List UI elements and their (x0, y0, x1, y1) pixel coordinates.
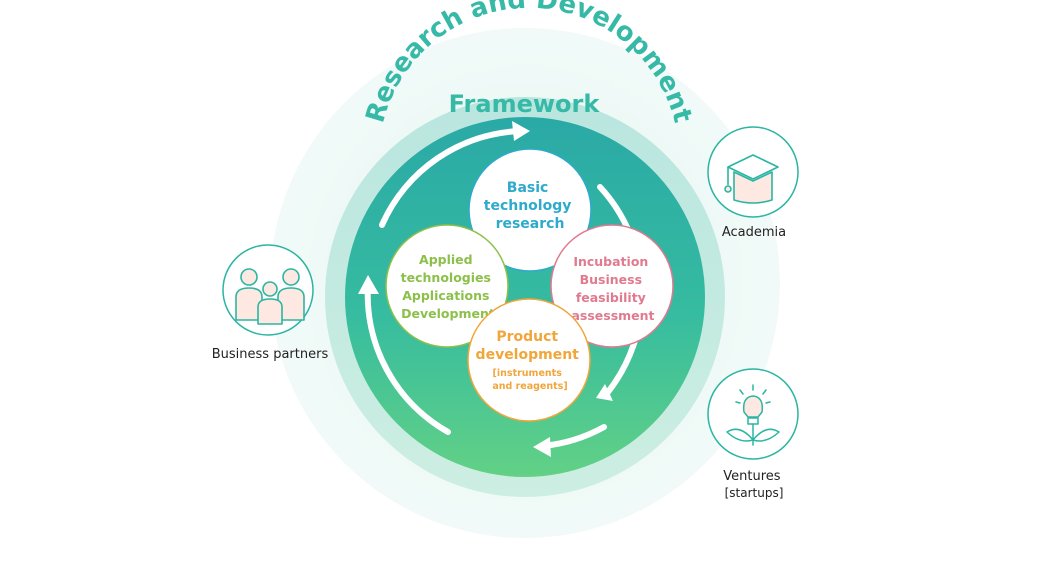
arrow-heads (358, 121, 613, 457)
applied-line3: Applications (402, 288, 489, 303)
basic-line1: Basic (507, 180, 549, 196)
arrowhead-right (596, 384, 613, 401)
framework-title-line2: Framework (449, 90, 601, 118)
applied-line2: technologies (401, 270, 491, 285)
product-line3: [instruments (493, 368, 563, 379)
product-line1: Product (496, 329, 558, 345)
ventures-sublabel: [startups] (725, 486, 784, 500)
applied-line4: Development (401, 306, 495, 321)
arrow-left (364, 282, 451, 435)
lightbulb-sprout-icon (726, 384, 780, 446)
arrow-top (379, 128, 523, 228)
svg-text:Product development: Product development [instruments and rea… (476, 326, 585, 392)
arrowhead-top (512, 121, 530, 141)
people-group-icon (235, 268, 305, 325)
incubation-line1: Incubation (573, 254, 648, 269)
basic-line3: research (496, 216, 565, 232)
svg-text:Ventures [startups]: Ventures [startups] (723, 469, 784, 500)
arrowhead-bottom (533, 437, 551, 457)
ventures: Ventures [startups] (707, 368, 799, 500)
basic-line2: technology (484, 198, 572, 214)
academia-label: Academia (722, 225, 786, 240)
svg-text:Basic technology r: Basic technology research (484, 180, 576, 232)
product-line2: development (476, 347, 580, 363)
basic-research-node: Basic technology research (468, 148, 592, 272)
incubation-line4: assessment (571, 308, 654, 323)
product-development-node: Product development [instruments and rea… (467, 298, 591, 422)
applied-line1: Applied (419, 252, 473, 267)
product-line4: and reagents] (492, 381, 567, 392)
academia: Academia (707, 126, 799, 240)
ventures-label: Ventures (723, 469, 781, 484)
business-partners-label: Business partners (212, 347, 329, 362)
incubation-node: Incubation Business feasibility assessme… (550, 224, 674, 348)
arrowhead-left (358, 275, 379, 294)
svg-text:Applied technologies: Applied technologies Applications Develo… (401, 252, 496, 321)
incubation-line3: feasibility (576, 290, 646, 305)
svg-text:Incubation Business: Incubation Business feasibility assessme… (571, 254, 654, 323)
applied-development-node: Applied technologies Applications Develo… (385, 224, 509, 348)
graduation-cap-icon (724, 154, 779, 204)
incubation-line2: Business (580, 272, 642, 287)
business-partners: Business partners (212, 244, 329, 362)
